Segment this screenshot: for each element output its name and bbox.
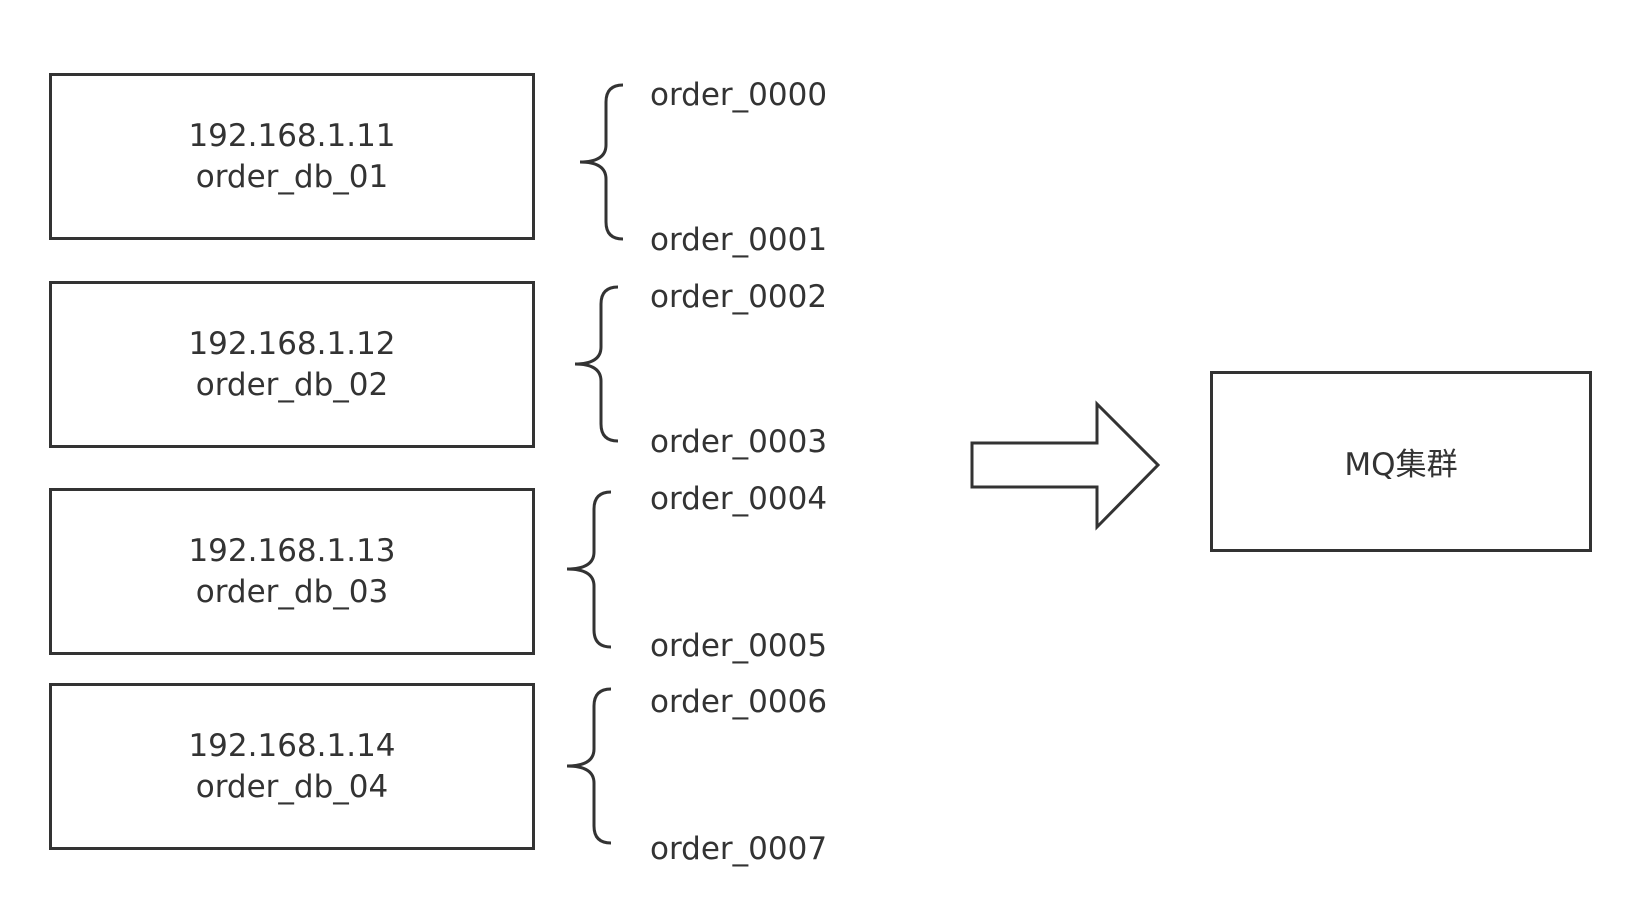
db-box-03: 192.168.1.13 order_db_03: [49, 488, 535, 655]
flow-arrow: [970, 400, 1161, 531]
db-name: order_db_03: [195, 573, 389, 610]
table-label: order_0007: [650, 831, 828, 867]
mq-cluster-box: MQ集群: [1210, 371, 1592, 552]
db-name: order_db_01: [195, 158, 389, 195]
db-name: order_db_04: [195, 768, 389, 805]
mq-cluster-label: MQ集群: [1344, 447, 1458, 483]
table-label: order_0003: [650, 424, 828, 460]
db-box-02: 192.168.1.12 order_db_02: [49, 281, 535, 448]
table-label: order_0006: [650, 684, 828, 720]
table-label: order_0002: [650, 279, 828, 315]
brace-db-03: [566, 490, 612, 649]
db-ip: 192.168.1.11: [188, 117, 396, 154]
brace-db-02: [574, 285, 619, 443]
db-box-04: 192.168.1.14 order_db_04: [49, 683, 535, 850]
table-label: order_0005: [650, 628, 828, 664]
db-ip: 192.168.1.13: [188, 532, 396, 569]
brace-db-01: [579, 83, 624, 241]
db-ip: 192.168.1.12: [188, 325, 396, 362]
table-label: order_0001: [650, 222, 828, 258]
table-label: order_0000: [650, 77, 828, 113]
db-name: order_db_02: [195, 366, 389, 403]
brace-db-04: [566, 687, 612, 845]
db-box-01: 192.168.1.11 order_db_01: [49, 73, 535, 240]
db-ip: 192.168.1.14: [188, 727, 396, 764]
table-label: order_0004: [650, 481, 828, 517]
